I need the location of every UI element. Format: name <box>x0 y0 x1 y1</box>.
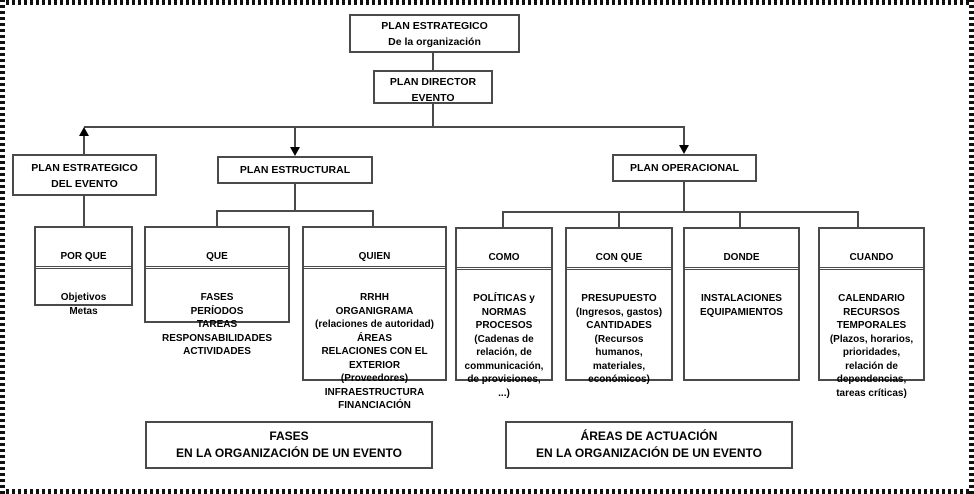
box-quien-body: RRHH ORGANIGRAMA (relaciones de autorida… <box>315 292 434 411</box>
connector-operacional-horizontal <box>502 211 859 213</box>
box-donde-header: DONDE <box>685 247 798 270</box>
box-con-que-body: PRESUPUESTO (Ingresos, gastos) CANTIDADE… <box>575 293 663 385</box>
box-cuando-body: CALENDARIO RECURSOS TEMPORALES (Plazos, … <box>829 293 914 399</box>
box-plan-estructural: PLAN ESTRUCTURAL <box>217 156 373 184</box>
box-donde-body: INSTALACIONES EQUIPAMIENTOS <box>700 293 783 318</box>
box-plan-director-evento: PLAN DIRECTOR EVENTO <box>373 70 493 104</box>
page-border-bottom <box>0 489 974 494</box>
connector-estructural-stem <box>294 183 296 211</box>
box-como-body: POLÍTICAS y NORMAS PROCESOS (Cadenas de … <box>464 293 544 399</box>
connector-estructural-horizontal <box>216 210 374 212</box>
box-que-body: FASES PERÍODOS TAREAS RESPONSABILIDADES … <box>161 292 272 357</box>
box-plan-estrategico-organizacion: PLAN ESTRATEGICO De la organización <box>349 14 520 53</box>
connector-stub-que <box>216 212 218 226</box>
connector-stub-quien <box>372 212 374 226</box>
caption-fases: FASES EN LA ORGANIZACIÓN DE UN EVENTO <box>145 421 433 469</box>
box-como: COMO POLÍTICAS y NORMAS PROCESOS (Cadena… <box>455 227 553 399</box>
box-que: QUE FASES PERÍODOS TAREAS RESPONSABILIDA… <box>144 226 290 357</box>
caption-areas-de-actuacion: ÁREAS DE ACTUACIÓN EN LA ORGANIZACIÓN DE… <box>505 421 793 469</box>
connector-stub-donde <box>739 213 741 227</box>
box-quien: QUIEN RRHH ORGANIGRAMA (relaciones de au… <box>302 226 447 411</box>
box-como-header: COMO <box>457 247 551 270</box>
connector-stub-cuando <box>857 213 859 227</box>
connector-drop-operacional <box>683 128 685 146</box>
connector-director-down <box>432 103 434 127</box>
box-quien-header: QUIEN <box>304 246 445 269</box>
connector-stub-como <box>502 213 504 227</box>
box-donde: DONDE INSTALACIONES EQUIPAMIENTOS <box>683 227 800 381</box>
page-border-top <box>0 0 974 5</box>
box-plan-operacional: PLAN OPERACIONAL <box>612 154 757 182</box>
arrow-up-icon <box>79 127 89 136</box>
box-que-header: QUE <box>146 246 288 269</box>
connector-drop-estrategico-evento <box>83 136 85 154</box>
connector-org-to-director <box>432 53 434 70</box>
box-por-que: POR QUE Objetivos Metas <box>34 226 133 317</box>
box-con-que: CON QUE PRESUPUESTO (Ingresos, gastos) C… <box>565 227 673 385</box>
box-por-que-body: Objetivos Metas <box>60 292 107 317</box>
connector-operacional-stem <box>683 182 685 212</box>
page-border-left <box>0 0 5 494</box>
box-con-que-header: CON QUE <box>567 247 671 270</box>
arrow-down-icon <box>679 145 689 154</box>
box-cuando: CUANDO CALENDARIO RECURSOS TEMPORALES (P… <box>818 227 925 399</box>
page-border-right <box>969 0 974 494</box>
connector-drop-estructural <box>294 128 296 148</box>
connector-stub-conque <box>618 213 620 227</box>
connector-main-horizontal <box>84 126 685 128</box>
box-cuando-header: CUANDO <box>820 247 923 270</box>
box-por-que-header: POR QUE <box>36 246 131 269</box>
arrow-down-icon <box>290 147 300 156</box>
connector-evento-to-porque <box>83 196 85 226</box>
box-plan-estrategico-del-evento: PLAN ESTRATEGICO DEL EVENTO <box>12 154 157 196</box>
